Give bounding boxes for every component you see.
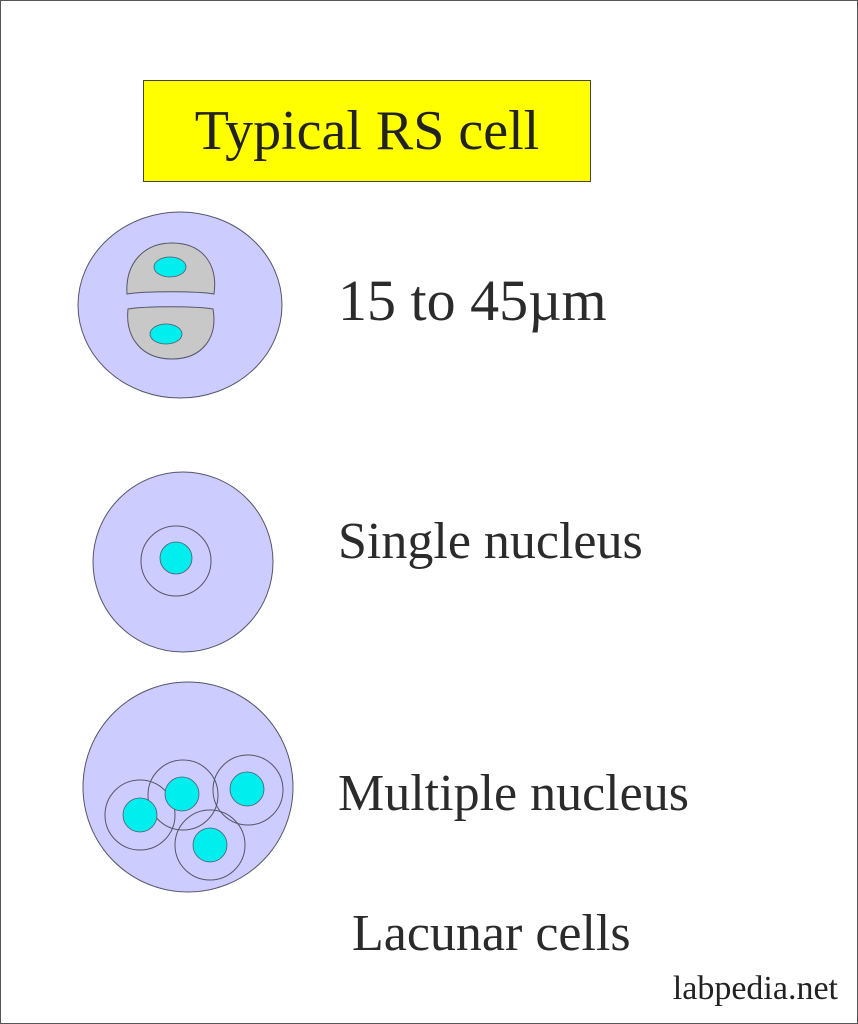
nucleus-ring — [140, 525, 212, 597]
nucleus-ring-1 — [104, 779, 176, 851]
nucleolus — [159, 541, 193, 575]
rs-cell-binucleate — [77, 211, 283, 399]
nucleolus-upper — [153, 256, 187, 278]
single-nucleus-label: Single nucleus — [338, 513, 643, 570]
nucleus-ring-4 — [174, 809, 246, 881]
lacunar-cells-label: Lacunar cells — [352, 905, 631, 962]
watermark: labpedia.net — [672, 970, 838, 1007]
multiple-nucleus-label: Multiple nucleus — [338, 765, 689, 822]
cytoplasm — [77, 211, 283, 399]
title-box: Typical RS cell — [143, 80, 591, 182]
nucleolus-1 — [122, 797, 158, 833]
nucleolus-4 — [192, 827, 228, 863]
size-label: 15 to 45µm — [338, 268, 607, 333]
rs-cell-multiple-nucleus — [82, 681, 294, 893]
nucleolus-2 — [164, 776, 200, 812]
page-title: Typical RS cell — [194, 100, 540, 162]
rs-cell-single-nucleus — [92, 471, 274, 653]
nucleolus-3 — [229, 771, 265, 807]
nucleus-ring-2 — [147, 759, 219, 831]
nucleus-ring-3 — [212, 754, 284, 826]
nucleolus-lower — [149, 323, 183, 345]
